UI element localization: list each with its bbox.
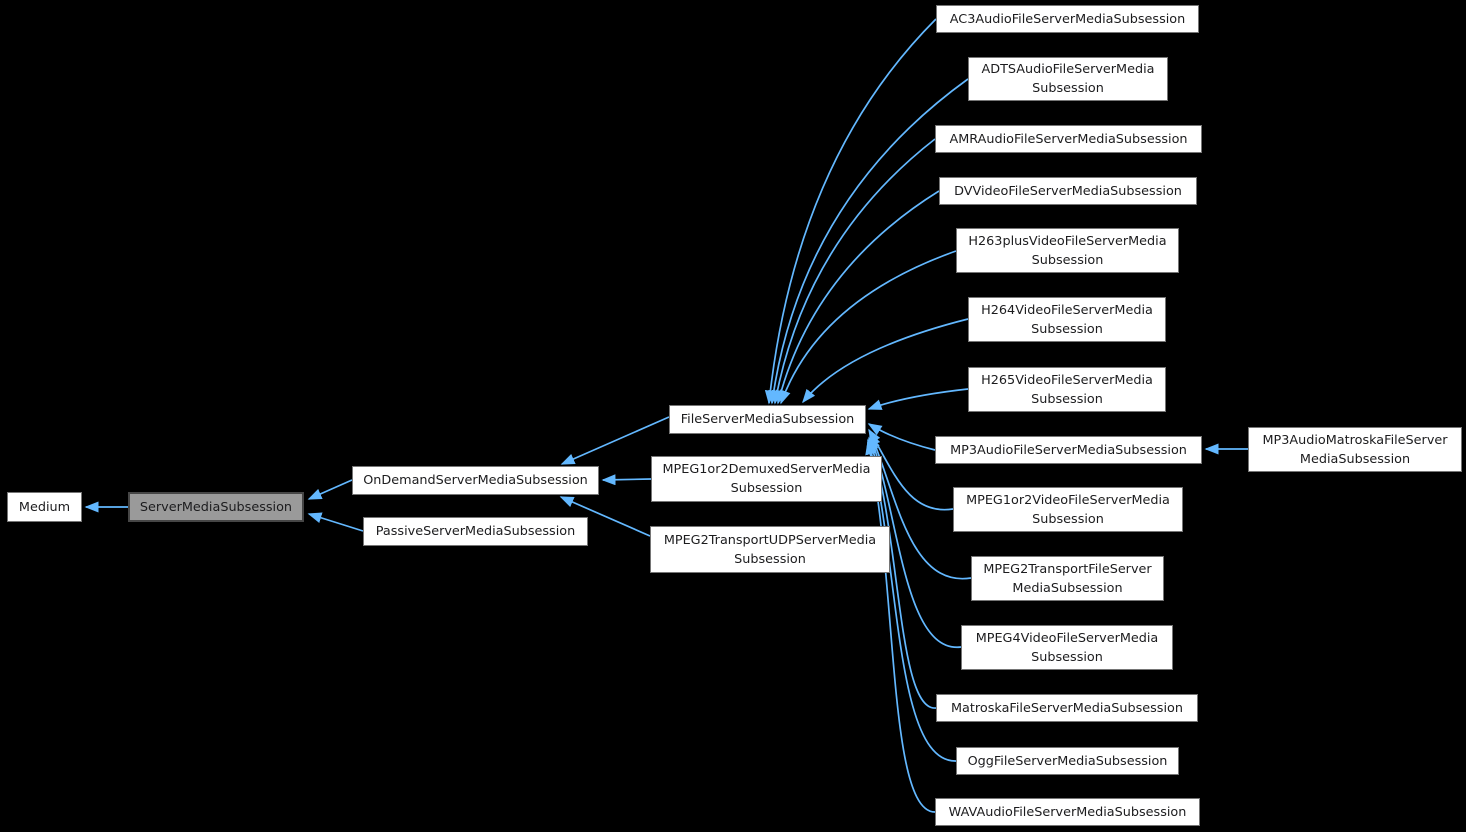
inheritance-edge-ac3-audio-file-server-media-subsession--to--file-server-media-subsession [764, 18, 937, 405]
inheritance-edge-amr-audio-file-server-media-subsession--to--file-server-media-subsession [771, 138, 936, 405]
class-node-label: MPEG1or2DemuxedServerMedia Subsession [662, 462, 871, 496]
class-node-label: Medium [18, 499, 71, 515]
class-node-mpeg2-transport-udp-server-media-subsession[interactable]: MPEG2TransportUDPServerMedia Subsession [650, 526, 890, 573]
class-node-matroska-file-server-media-subsession[interactable]: MatroskaFileServerMediaSubsession [936, 694, 1198, 722]
class-node-mpeg4-video-file-server-media-subsession[interactable]: MPEG4VideoFileServerMedia Subsession [961, 625, 1173, 670]
class-node-medium[interactable]: Medium [7, 492, 82, 522]
inheritance-edge-h264-video-file-server-media-subsession--to--file-server-media-subsession [802, 318, 969, 404]
class-node-label: WAVAudioFileServerMediaSubsession [948, 804, 1187, 820]
class-node-file-server-media-subsession[interactable]: FileServerMediaSubsession [669, 405, 866, 434]
inheritance-edge-adts-audio-file-server-media-subsession--to--file-server-media-subsession [768, 78, 969, 405]
class-node-h265-video-file-server-media-subsession[interactable]: H265VideoFileServerMedia Subsession [968, 367, 1166, 412]
inheritance-edge-h263plus-video-file-server-media-subsession--to--file-server-media-subsession [780, 250, 957, 405]
class-node-label: FileServerMediaSubsession [680, 412, 855, 427]
inheritance-edge-wav-audio-file-server-media-subsession--to--file-server-media-subsession [865, 440, 936, 813]
inheritance-edge-mpeg1or2-demuxed-server-media-subsession--to--on-demand-server-media-subsession [601, 474, 652, 486]
class-node-ac3-audio-file-server-media-subsession[interactable]: AC3AudioFileServerMediaSubsession [936, 5, 1199, 33]
inheritance-edge-passive-server-media-subsession--to--server-media-subsession [307, 512, 364, 532]
class-node-label: AMRAudioFileServerMediaSubsession [949, 131, 1188, 147]
class-node-label: AC3AudioFileServerMediaSubsession [949, 11, 1186, 27]
class-node-dv-video-file-server-media-subsession[interactable]: DVVideoFileServerMediaSubsession [939, 177, 1197, 205]
class-node-mpeg1or2-demuxed-server-media-subsession[interactable]: MPEG1or2DemuxedServerMedia Subsession [651, 456, 882, 502]
class-node-mp3-audio-file-server-media-subsession[interactable]: MP3AudioFileServerMediaSubsession [935, 436, 1202, 464]
class-node-mpeg1or2-video-file-server-media-subsession[interactable]: MPEG1or2VideoFileServerMedia Subsession [953, 487, 1183, 532]
class-node-label: PassiveServerMediaSubsession [375, 524, 576, 539]
class-node-passive-server-media-subsession[interactable]: PassiveServerMediaSubsession [363, 517, 588, 546]
class-node-ogg-file-server-media-subsession[interactable]: OggFileServerMediaSubsession [956, 747, 1179, 775]
class-node-label: ServerMediaSubsession [139, 499, 293, 515]
inheritance-edge-h265-video-file-server-media-subsession--to--file-server-media-subsession [867, 388, 969, 410]
class-node-adts-audio-file-server-media-subsession[interactable]: ADTSAudioFileServerMedia Subsession [968, 57, 1168, 101]
class-node-label: ADTSAudioFileServerMedia Subsession [981, 62, 1155, 96]
class-node-label: MPEG2TransportUDPServerMedia Subsession [663, 532, 877, 567]
class-node-mpeg2-transport-file-server-media-subsession[interactable]: MPEG2TransportFileServer MediaSubsession [971, 556, 1164, 601]
class-node-label: MPEG1or2VideoFileServerMedia Subsession [966, 492, 1170, 527]
class-node-amr-audio-file-server-media-subsession[interactable]: AMRAudioFileServerMediaSubsession [935, 125, 1202, 153]
class-node-wav-audio-file-server-media-subsession[interactable]: WAVAudioFileServerMediaSubsession [935, 798, 1200, 826]
class-node-label: MPEG2TransportFileServer MediaSubsession [983, 561, 1152, 596]
class-node-label: OnDemandServerMediaSubsession [363, 473, 588, 488]
class-node-h263plus-video-file-server-media-subsession[interactable]: H263plusVideoFileServerMedia Subsession [956, 228, 1179, 273]
class-node-server-media-subsession: ServerMediaSubsession [128, 492, 304, 522]
inheritance-edge-dv-video-file-server-media-subsession--to--file-server-media-subsession [775, 190, 940, 405]
class-node-h264-video-file-server-media-subsession[interactable]: H264VideoFileServerMedia Subsession [968, 297, 1166, 342]
class-node-label: OggFileServerMediaSubsession [967, 753, 1168, 769]
class-node-label: H265VideoFileServerMedia Subsession [981, 372, 1153, 407]
class-node-label: H263plusVideoFileServerMedia Subsession [968, 233, 1167, 268]
class-node-label: DVVideoFileServerMediaSubsession [954, 183, 1182, 199]
class-node-label: MPEG4VideoFileServerMedia Subsession [975, 630, 1159, 665]
class-node-on-demand-server-media-subsession[interactable]: OnDemandServerMediaSubsession [352, 466, 599, 495]
inheritance-edge-mp3-audio-file-server-media-subsession--to--file-server-media-subsession [867, 423, 936, 451]
class-node-label: MP3AudioMatroskaFileServer MediaSubsessi… [1262, 432, 1448, 467]
class-node-label: H264VideoFileServerMedia Subsession [981, 302, 1153, 337]
class-node-label: MatroskaFileServerMediaSubsession [951, 700, 1183, 716]
inheritance-edge-on-demand-server-media-subsession--to--server-media-subsession [307, 479, 353, 500]
class-node-label: MP3AudioFileServerMediaSubsession [950, 442, 1187, 458]
inheritance-edge-mpeg2-transport-udp-server-media-subsession--to--on-demand-server-media-subsession [559, 496, 651, 537]
inheritance-edge-file-server-media-subsession--to--on-demand-server-media-subsession [560, 416, 670, 465]
class-node-mp3-audio-matroska-file-server-media-subsession[interactable]: MP3AudioMatroskaFileServer MediaSubsessi… [1248, 427, 1462, 472]
